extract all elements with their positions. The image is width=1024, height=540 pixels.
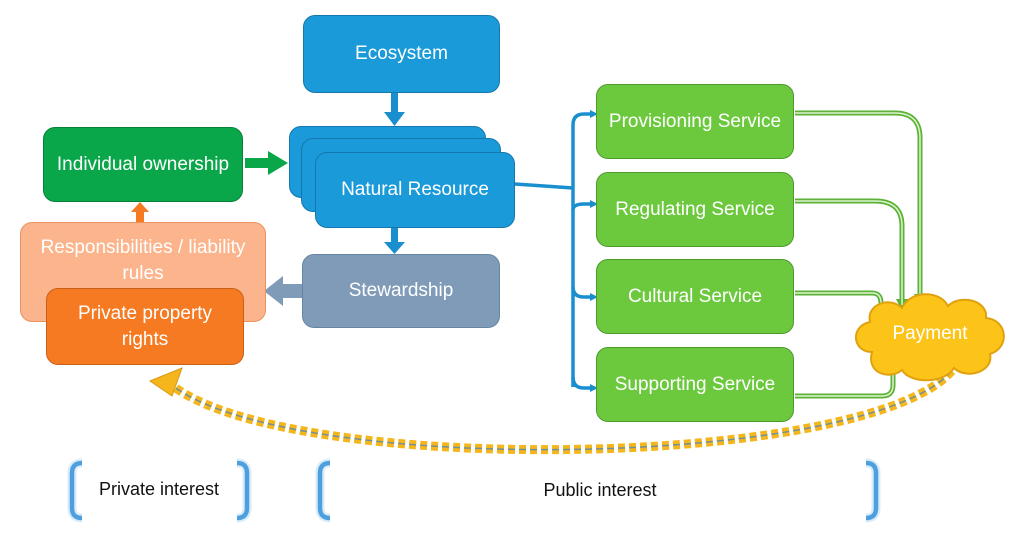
- bracket-private-left: [67, 458, 83, 523]
- natural-resource-node: Natural Resource: [315, 152, 515, 228]
- payment-cloud-shape: [855, 293, 1005, 382]
- provisioning-service-label: Provisioning Service: [608, 110, 782, 132]
- stewardship-node: Stewardship: [302, 254, 500, 328]
- arrow-ecosystem-to-resource: [384, 93, 405, 126]
- natural-resource-label: Natural Resource: [341, 179, 489, 200]
- cultural-service-label: Cultural Service: [627, 285, 763, 307]
- payment-label: Payment: [892, 323, 968, 344]
- private-property-rights-node: Private property rights: [46, 288, 244, 365]
- arrow-stewardship-to-responsibilities: [264, 276, 304, 306]
- individual-ownership-node: Individual ownership: [43, 127, 243, 202]
- arrow-resource-to-stewardship: [384, 227, 405, 254]
- individual-ownership-label: Individual ownership: [56, 153, 230, 175]
- public-interest-label: Public interest: [543, 480, 657, 500]
- connector-resource-to-services: [514, 110, 598, 392]
- bracket-public-left: [315, 458, 331, 523]
- supporting-service-node: Supporting Service: [596, 347, 794, 422]
- connector-services-to-payment: [795, 110, 926, 399]
- ecosystem-label: Ecosystem: [355, 43, 448, 64]
- stewardship-label: Stewardship: [348, 280, 454, 301]
- regulating-service-label: Regulating Service: [615, 198, 775, 220]
- ecosystem-node: Ecosystem: [303, 15, 500, 93]
- arrow-payment-to-property-rights: [148, 359, 962, 455]
- private-interest-label: Private interest: [98, 479, 220, 499]
- responsibilities-label: Responsibilities / liability rules: [40, 237, 246, 284]
- regulating-service-node: Regulating Service: [596, 172, 794, 247]
- private-property-rights-label: Private property rights: [77, 302, 213, 350]
- bracket-public-right: [865, 458, 881, 523]
- arrow-ownership-to-resource: [245, 151, 288, 175]
- bracket-private-right: [236, 458, 252, 523]
- provisioning-service-node: Provisioning Service: [596, 84, 794, 159]
- arrow-responsibilities-to-ownership: [131, 202, 149, 222]
- supporting-service-label: Supporting Service: [614, 373, 776, 395]
- cultural-service-node: Cultural Service: [596, 259, 794, 334]
